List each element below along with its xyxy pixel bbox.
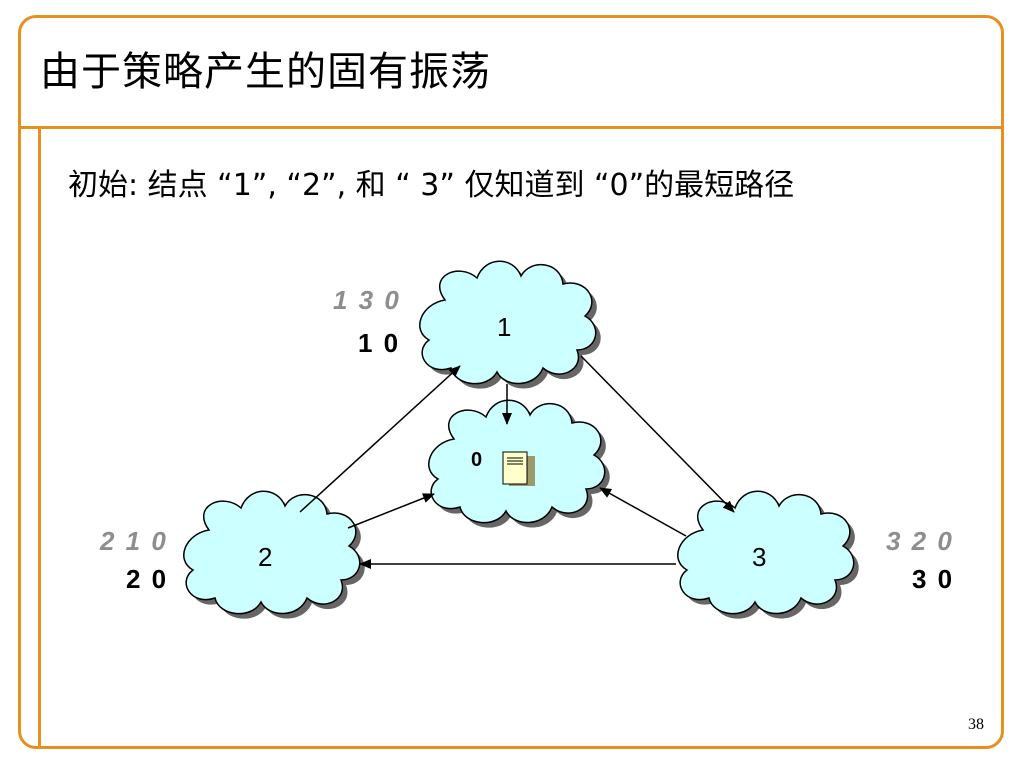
edge-2-to-0 xyxy=(347,493,435,529)
node-3-current-path: 3 0 xyxy=(912,564,955,594)
page-number: 38 xyxy=(968,716,984,733)
edge-3-to-0 xyxy=(599,487,687,537)
server-icon xyxy=(502,451,535,486)
node-1-preferred-path: 1 3 0 xyxy=(333,285,401,315)
edge-1-to-3 xyxy=(580,355,735,513)
node-1-current-path: 1 0 xyxy=(358,328,401,358)
cloud-node-3 xyxy=(677,490,859,619)
node-2-label: 2 xyxy=(258,542,273,572)
node-0-label: 0 xyxy=(471,449,483,471)
cloud-node-2 xyxy=(183,490,365,619)
slide-title: 由于策略产生的固有振荡 xyxy=(40,49,491,95)
node-3-label: 3 xyxy=(752,542,767,572)
node-2-preferred-path: 2 1 0 xyxy=(100,526,168,556)
left-accent-bar xyxy=(38,126,41,749)
node-1-label: 1 xyxy=(497,312,512,342)
node-2-current-path: 2 0 xyxy=(126,564,169,594)
intro-text: 初始: 结点 “1”, “2”, 和 “ 3” 仅知道到 “0”的最短路径 xyxy=(68,168,795,203)
slide-frame xyxy=(18,15,1004,749)
node-3-preferred-path: 3 2 0 xyxy=(886,526,954,556)
title-divider xyxy=(18,126,1004,129)
edge-2-to-1 xyxy=(299,365,461,513)
